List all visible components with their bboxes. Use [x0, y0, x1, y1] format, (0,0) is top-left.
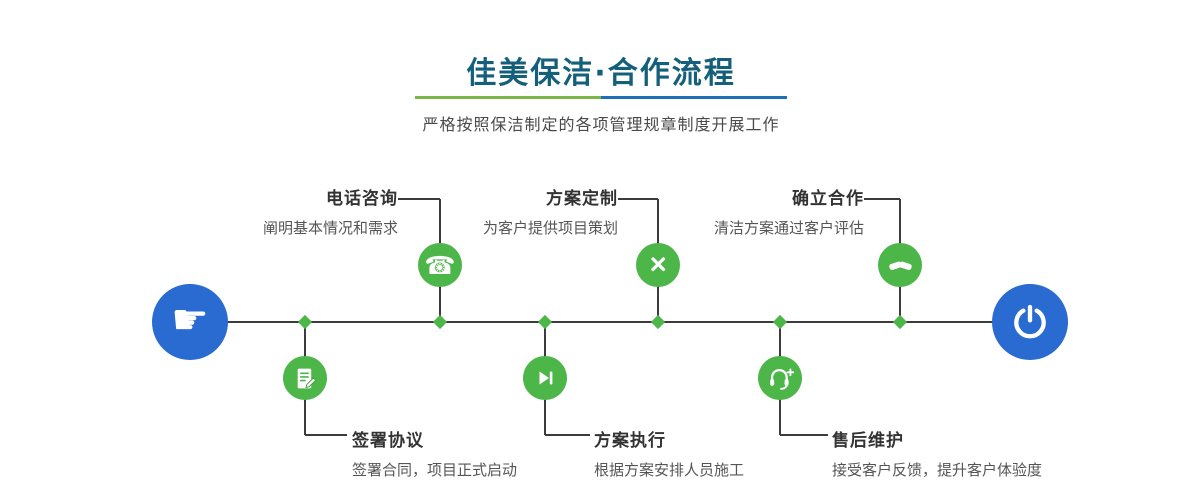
- step-desc: 根据方案安排人员施工: [594, 461, 745, 479]
- design-tools-icon: [651, 257, 666, 272]
- play-icon: [539, 371, 553, 385]
- step-title: 电话咨询: [326, 189, 398, 209]
- divider-green-segment: [415, 96, 601, 99]
- timeline-node-diamond: [297, 314, 313, 330]
- step-title: 签署协议: [352, 431, 424, 451]
- step-node-design: [636, 243, 680, 287]
- step-label-contract: 签署协议 签署合同，项目正式启动: [352, 426, 517, 480]
- flow-start-node: ☛: [152, 284, 228, 360]
- step-node-contract: [283, 356, 327, 400]
- step-node-play: [523, 356, 567, 400]
- phone-icon: ☎: [424, 250, 456, 280]
- connector-hline: [864, 198, 900, 200]
- divider-blue-segment: [601, 96, 787, 99]
- step-node-support: [758, 356, 802, 400]
- handshake-icon: [888, 261, 912, 270]
- step-label-design: 方案定制 为客户提供项目策划: [483, 184, 618, 238]
- step-title: 方案定制: [546, 189, 618, 209]
- step-desc: 清洁方案通过客户评估: [713, 219, 864, 237]
- step-label-phone: 电话咨询 阐明基本情况和需求: [263, 184, 398, 238]
- page-subtitle: 严格按照保洁制定的各项管理规章制度开展工作: [422, 115, 780, 134]
- step-label-support: 售后维护 接受客户反馈，提升客户体验度: [832, 426, 1042, 480]
- connector-hline: [398, 198, 440, 200]
- timeline-node-diamond: [772, 314, 788, 330]
- step-label-play: 方案执行 根据方案安排人员施工: [594, 426, 744, 480]
- power-icon: [1014, 304, 1046, 339]
- step-title: 售后维护: [832, 431, 904, 451]
- step-title: 确立合作: [792, 189, 864, 209]
- headset-icon: [769, 368, 794, 390]
- step-desc: 接受客户反馈，提升客户体验度: [832, 461, 1043, 479]
- pointing-hand-icon: ☛: [171, 295, 209, 344]
- connector-hline: [305, 434, 347, 436]
- page-title: 佳美保洁·合作流程: [466, 56, 736, 91]
- connector-hline: [780, 434, 828, 436]
- step-title: 方案执行: [594, 431, 666, 451]
- step-desc: 签署合同，项目正式启动: [352, 461, 518, 479]
- timeline-node-diamond: [650, 314, 666, 330]
- timeline-node-diamond: [537, 314, 553, 330]
- connector-hline: [545, 434, 590, 436]
- timeline-node-diamond: [432, 314, 448, 330]
- connector-hline: [618, 198, 658, 200]
- step-node-phone: ☎: [418, 243, 462, 287]
- step-desc: 阐明基本情况和需求: [262, 219, 398, 237]
- title-divider: [415, 96, 787, 99]
- timeline-node-diamond: [892, 314, 908, 330]
- timeline-line: [190, 321, 1030, 323]
- flow-end-node: [992, 284, 1068, 360]
- contract-icon: [297, 368, 316, 388]
- step-desc: 为客户提供项目策划: [482, 219, 618, 237]
- step-label-handshake: 确立合作 清洁方案通过客户评估: [714, 184, 864, 238]
- step-node-handshake: [878, 243, 922, 287]
